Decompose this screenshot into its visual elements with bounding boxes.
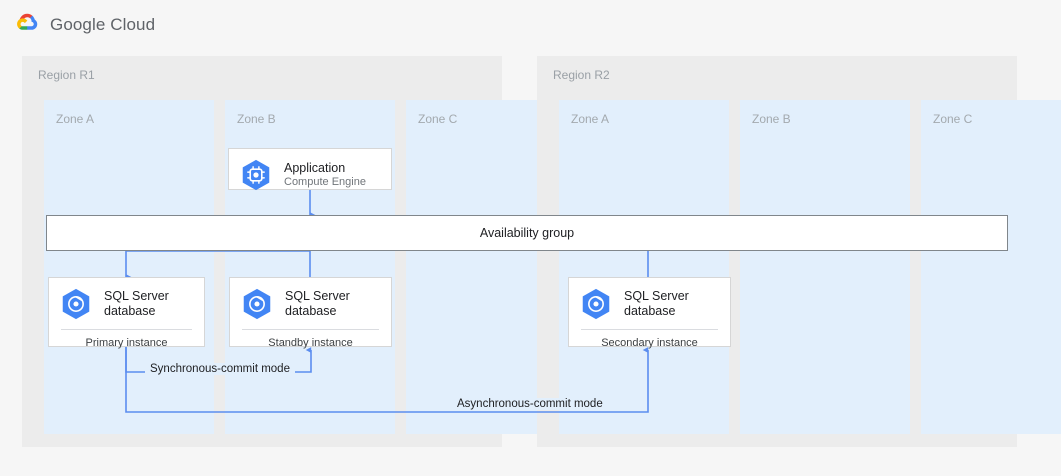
region-r2-zone-b-label: Zone B <box>752 112 791 126</box>
availability-group-label: Availability group <box>479 226 575 240</box>
card-standby-database-texts: SQL Server database <box>285 289 350 320</box>
card-secondary-database-title: SQL Server database <box>624 288 689 318</box>
brand-name-secondary: Cloud <box>110 15 156 34</box>
card-application-texts: Application Compute Engine <box>284 161 366 190</box>
card-secondary-database-footer: Secondary instance <box>601 337 698 349</box>
region-r2-label: Region R2 <box>553 68 610 82</box>
region-r1-label: Region R1 <box>38 68 95 82</box>
region-r2-zone-a-label: Zone A <box>571 112 610 126</box>
card-secondary-database-divider <box>581 329 718 330</box>
availability-group-bar[interactable]: Availability group <box>46 215 1008 251</box>
region-r2: Region R2 Zone A Zone B Zone C <box>537 56 1061 447</box>
region-r2-zone-b: Zone B <box>740 100 910 434</box>
compute-engine-icon <box>242 159 270 191</box>
card-standby-database-title: SQL Server database <box>285 288 350 318</box>
region-r1-zone-a-label: Zone A <box>56 112 95 126</box>
card-primary-database-texts: SQL Server database <box>104 289 169 320</box>
card-application-subtitle: Compute Engine <box>284 175 366 188</box>
region-r2-zone-a: Zone A <box>559 100 729 434</box>
region-r1: Region R1 Zone A Zone B Zone C <box>22 56 576 447</box>
card-secondary-database[interactable]: SQL Server database Secondary instance <box>568 277 731 349</box>
card-primary-database[interactable]: SQL Server database Primary instance <box>48 277 205 349</box>
brand-name: Google Cloud <box>50 15 155 35</box>
card-primary-database-divider <box>61 329 192 330</box>
edge-label-synchronous-commit: Synchronous-commit mode <box>145 363 295 375</box>
sql-server-database-icon <box>62 288 90 320</box>
card-secondary-database-texts: SQL Server database <box>624 289 689 320</box>
region-r2-zone-c-label: Zone C <box>933 112 973 126</box>
card-application[interactable]: Application Compute Engine <box>228 148 392 191</box>
google-cloud-brand: Google Cloud <box>12 8 155 42</box>
brand-name-primary: Google <box>50 15 106 34</box>
card-primary-database-row: SQL Server database <box>49 278 204 329</box>
card-primary-database-title: SQL Server database <box>104 288 169 318</box>
card-application-row: Application Compute Engine <box>229 149 391 200</box>
sql-server-database-icon <box>582 288 610 320</box>
card-standby-database-footer: Standby instance <box>268 337 353 349</box>
card-standby-database[interactable]: SQL Server database Standby instance <box>229 277 392 349</box>
google-cloud-logo-icon <box>17 13 38 30</box>
edge-label-asynchronous-commit: Asynchronous-commit mode <box>452 398 608 410</box>
card-standby-database-row: SQL Server database <box>230 278 391 329</box>
sql-server-database-icon <box>243 288 271 320</box>
card-standby-database-divider <box>242 329 379 330</box>
card-secondary-database-row: SQL Server database <box>569 278 730 329</box>
region-r1-zone-a: Zone A <box>44 100 214 434</box>
region-r2-zone-c: Zone C <box>921 100 1061 434</box>
card-application-title: Application <box>284 160 346 175</box>
region-r1-zone-b-label: Zone B <box>237 112 276 126</box>
region-r1-zone-c-label: Zone C <box>418 112 458 126</box>
card-primary-database-footer: Primary instance <box>85 337 168 349</box>
